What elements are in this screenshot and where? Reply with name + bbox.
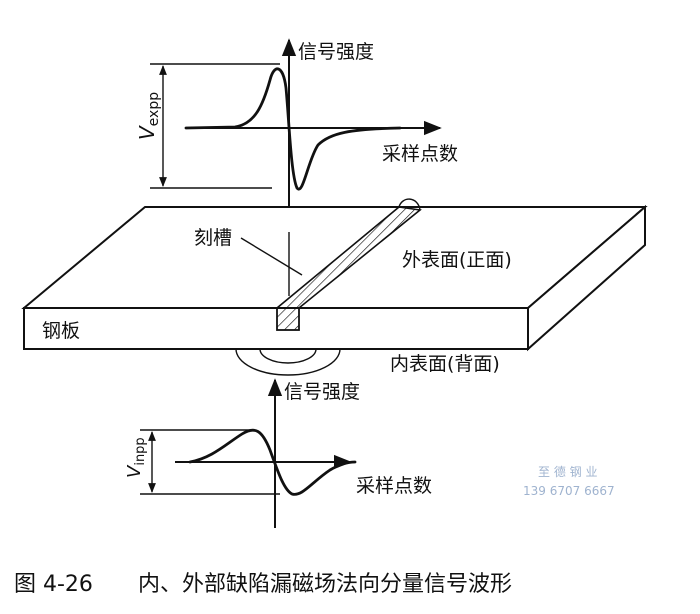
bottom-y-axis-label: 信号强度 (284, 381, 360, 403)
steel-plate: 刻槽 外表面(正面) 钢板 内表面(背面) (21, 198, 648, 376)
inner-field-arc-inner (259, 348, 317, 364)
outer-surface-label: 外表面(正面) (402, 249, 512, 271)
bottom-x-axis-label: 采样点数 (356, 475, 432, 497)
notch-label: 刻槽 (194, 227, 232, 249)
notch-leader (240, 237, 303, 276)
top-amp-label: Vexpp (135, 92, 162, 140)
top-y-axis-label: 信号强度 (298, 41, 374, 63)
inner-field-arc-outer (235, 348, 341, 376)
top-signal-plot: 信号强度 采样点数 Vexpp (135, 38, 458, 232)
inner-surface-label: 内表面(背面) (390, 353, 500, 375)
watermark-name: 至 德 钢 业 (538, 464, 597, 479)
caption-text: 内、外部缺陷漏磁场法向分量信号波形 (138, 572, 512, 597)
top-x-axis-label: 采样点数 (382, 143, 458, 165)
caption-number: 图 4-26 (14, 572, 93, 597)
plate-label: 钢板 (42, 320, 80, 342)
bottom-amp-label: Vinpp (124, 437, 148, 478)
watermark-phone: 139 6707 6667 (523, 484, 615, 498)
svg-text:Vinpp: Vinpp (124, 437, 148, 478)
plate-right-face (527, 204, 646, 352)
notch-end-cap (398, 198, 421, 211)
svg-text:Vexpp: Vexpp (135, 92, 162, 140)
notch-cross-section (276, 307, 300, 331)
top-waveform (184, 67, 402, 191)
watermark: 至 德 钢 业 139 6707 6667 (523, 464, 615, 498)
plate-front-face (23, 307, 529, 350)
bottom-signal-plot: 信号强度 采样点数 Vinpp (124, 378, 432, 528)
figure-caption: 图 4-26 内、外部缺陷漏磁场法向分量信号波形 (14, 572, 512, 597)
bottom-waveform (188, 428, 357, 496)
